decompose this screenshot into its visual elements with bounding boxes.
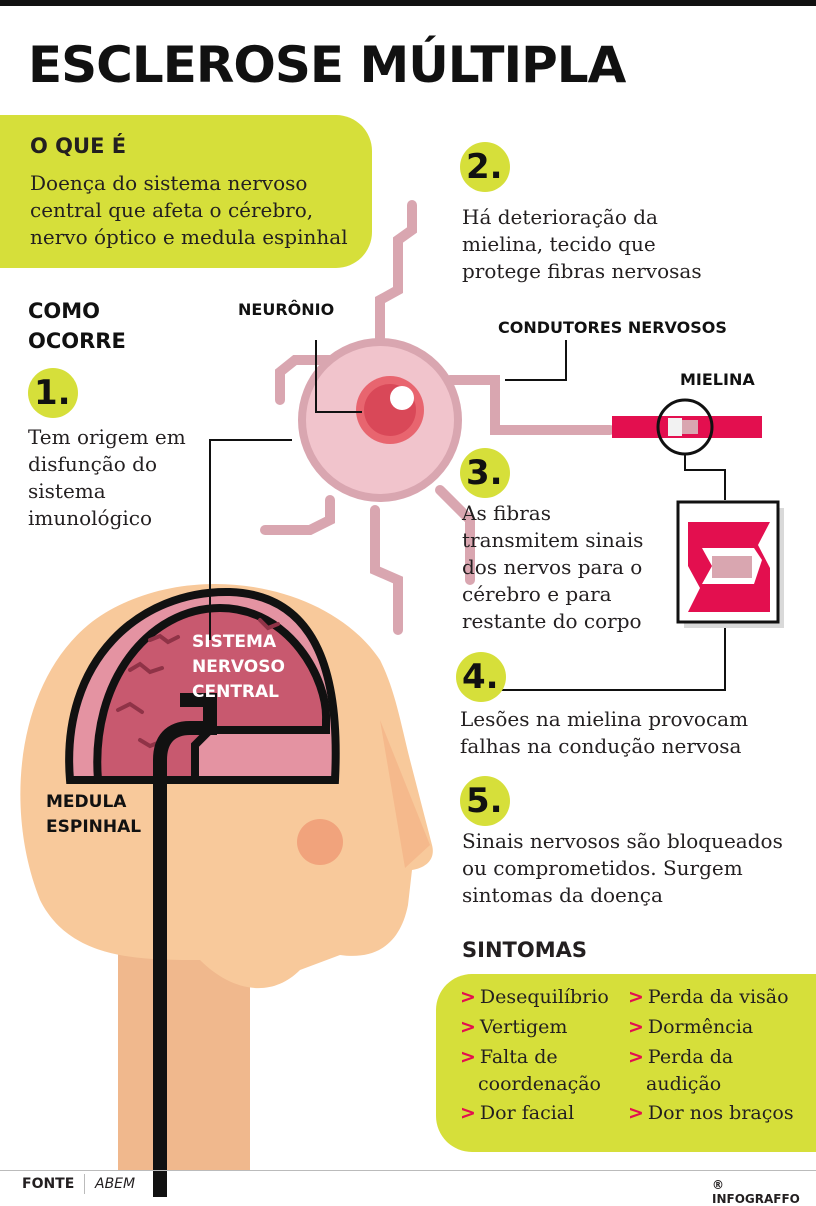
zoom-fiber	[712, 556, 752, 578]
source-separator	[84, 1174, 85, 1194]
step-4-text: Lesões na mielina provocam falhas na con…	[460, 707, 749, 758]
nose	[380, 720, 430, 868]
symptoms-heading: SINTOMAS	[462, 938, 587, 962]
label-snc-line3: CENTRAL	[192, 682, 279, 702]
symptom-left-2: >Vertigem	[460, 1016, 568, 1038]
label-medula-line2: ESPINHAL	[46, 817, 142, 837]
footer-divider	[0, 1170, 816, 1171]
what-is-box	[0, 115, 372, 268]
neuron-highlight	[390, 386, 414, 410]
spinal-cord	[153, 693, 217, 1197]
step-1-text: Tem origem em disfunção do sistema imuno…	[28, 425, 186, 530]
step-3-number: 3.	[460, 448, 510, 498]
what-is-heading: O QUE É	[30, 134, 127, 158]
symptom-left-4: >Dor facial	[460, 1102, 575, 1124]
step-5-number: 5.	[460, 776, 510, 826]
step-2-text: Há deterioração da mielina, tecido que p…	[462, 205, 702, 283]
leader-neuronio	[315, 340, 362, 413]
step-2-number: 2.	[460, 142, 510, 192]
label-medula-line1: MEDULA	[46, 792, 127, 812]
page-title: ESCLEROSE MÚLTIPLA	[28, 36, 626, 94]
label-snc: SISTEMA NERVOSO CENTRAL	[192, 630, 285, 705]
step-4-number: 4.	[456, 652, 506, 702]
how-heading: COMO OCORRE	[28, 296, 148, 356]
source-label: FONTE	[22, 1176, 75, 1192]
neuron-dendrites	[260, 200, 615, 635]
myelin-gap	[668, 418, 682, 436]
myelin-fiber	[682, 420, 698, 434]
how-heading-line1: COMO	[28, 299, 101, 323]
symptoms-box	[436, 974, 816, 1152]
label-mielina: MIELINA	[680, 370, 755, 389]
label-neuronio: NEURÔNIO	[238, 300, 335, 319]
top-bar	[0, 0, 816, 6]
credit: ® INFOGRAFFO	[712, 1178, 800, 1206]
source-value: ABEM	[95, 1176, 136, 1192]
what-is-text: Doença do sistema nervoso central que af…	[30, 171, 348, 249]
symptom-right-3: >Perda da audição	[628, 1046, 734, 1095]
leader-step4	[500, 628, 726, 691]
cheek	[297, 819, 343, 865]
symptom-right-1: >Perda da visão	[628, 986, 789, 1008]
how-heading-line2: OCORRE	[28, 329, 126, 353]
label-snc-line2: NERVOSO	[192, 657, 285, 677]
step-5-text: Sinais nervosos são bloqueados ou compro…	[462, 829, 783, 907]
symptom-left-3: >Falta de coordenação	[460, 1046, 601, 1095]
step-1-number: 1.	[28, 368, 78, 418]
leader-snc	[209, 439, 292, 640]
step-3-text: As fibras transmitem sinais dos nervos p…	[462, 501, 644, 633]
symptom-left-1: >Desequilíbrio	[460, 986, 609, 1008]
symptom-right-2: >Dormência	[628, 1016, 754, 1038]
label-snc-line1: SISTEMA	[192, 632, 277, 652]
leader-condutores	[505, 340, 567, 381]
symptom-right-4: >Dor nos braços	[628, 1102, 794, 1124]
label-medula: MEDULA ESPINHAL	[46, 790, 141, 840]
label-condutores: CONDUTORES NERVOSOS	[498, 318, 727, 337]
leader-zoom	[684, 454, 726, 500]
